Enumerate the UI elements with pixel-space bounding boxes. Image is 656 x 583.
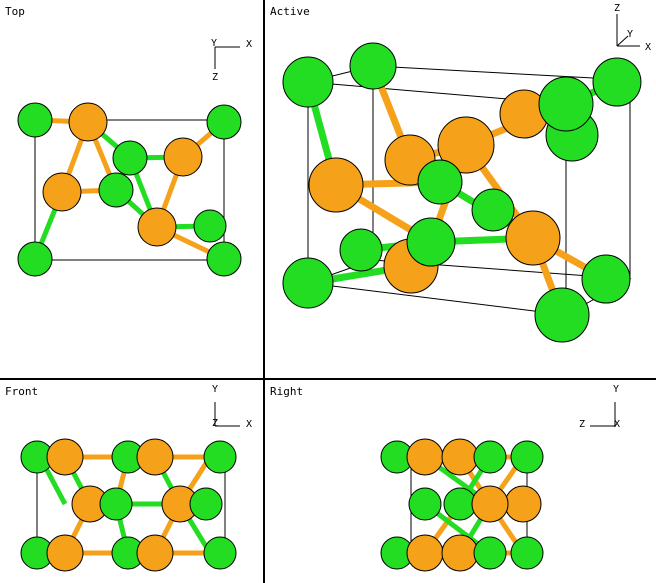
atom-green[interactable] (349, 42, 397, 90)
atom-green[interactable] (406, 217, 456, 267)
atom-green[interactable] (592, 57, 642, 107)
viewport-label: Right (270, 385, 304, 398)
axis-label-y: Y (212, 384, 218, 395)
viewport-front[interactable]: Front Y Z X (0, 380, 263, 583)
viewport-active[interactable]: Active Z Y X (265, 0, 656, 378)
atom-green[interactable] (98, 172, 134, 208)
atom-green[interactable] (203, 440, 237, 474)
atom-green[interactable] (193, 209, 227, 243)
atom-orange[interactable] (46, 534, 84, 572)
axis-label-x: X (614, 419, 620, 430)
atom-orange[interactable] (136, 438, 174, 476)
atom-orange[interactable] (437, 116, 495, 174)
atom-green[interactable] (206, 104, 242, 140)
atom-green[interactable] (510, 440, 544, 474)
atom-orange[interactable] (42, 172, 82, 212)
atoms[interactable] (282, 42, 642, 343)
atom-orange[interactable] (505, 210, 561, 266)
atom-green[interactable] (17, 102, 53, 138)
atom-green[interactable] (282, 56, 334, 108)
atom-orange[interactable] (406, 438, 444, 476)
axis-label-x: X (246, 39, 252, 50)
axis-gizmo: Z Y X (614, 3, 651, 53)
atom-orange[interactable] (46, 438, 84, 476)
atom-green[interactable] (443, 487, 477, 521)
axis-label-x: X (645, 42, 651, 53)
atom-orange[interactable] (137, 207, 177, 247)
axis-label-y: Y (613, 384, 619, 395)
atom-green[interactable] (112, 140, 148, 176)
atom-green[interactable] (538, 76, 594, 132)
atom-green[interactable] (339, 228, 383, 272)
atom-green[interactable] (471, 188, 515, 232)
atom-orange[interactable] (68, 102, 108, 142)
atom-orange[interactable] (136, 534, 174, 572)
axis-gizmo: Y Z X (579, 384, 620, 430)
atom-green[interactable] (534, 287, 590, 343)
horizontal-divider[interactable] (0, 378, 656, 380)
viewport-label: Top (5, 5, 25, 18)
atom-orange[interactable] (504, 485, 542, 523)
axis-label-y: Y (211, 38, 217, 49)
right-view-canvas: Y Z X (380, 384, 620, 572)
atom-orange[interactable] (471, 485, 509, 523)
atom-green[interactable] (189, 487, 223, 521)
atom-green[interactable] (206, 241, 242, 277)
unit-cell-box (34, 119, 225, 261)
axis-label-z: Z (614, 3, 620, 14)
atoms[interactable] (17, 102, 242, 277)
atom-green[interactable] (203, 536, 237, 570)
atom-green[interactable] (510, 536, 544, 570)
top-view-canvas: Y X Z (17, 38, 252, 277)
viewport-top[interactable]: Top Y X Z (0, 0, 263, 378)
atom-green[interactable] (581, 254, 631, 304)
atom-green[interactable] (282, 257, 334, 309)
front-view-canvas: Y Z X (20, 384, 252, 572)
axis-label-z: Z (579, 419, 585, 430)
axis-gizmo: Y Z X (212, 384, 252, 430)
viewport-label: Active (270, 5, 310, 18)
atom-orange[interactable] (163, 137, 203, 177)
atom-green[interactable] (417, 159, 463, 205)
vertical-divider[interactable] (263, 0, 265, 583)
atom-green[interactable] (99, 487, 133, 521)
atom-green[interactable] (473, 536, 507, 570)
axis-label-x: X (246, 419, 252, 430)
atom-orange[interactable] (406, 534, 444, 572)
atom-orange[interactable] (308, 157, 364, 213)
atom-orange[interactable] (441, 534, 479, 572)
atom-orange[interactable] (441, 438, 479, 476)
axis-gizmo: Y X Z (211, 38, 252, 83)
atom-green[interactable] (408, 487, 442, 521)
atoms[interactable] (20, 438, 237, 572)
viewport-right[interactable]: Right Y Z X (265, 380, 656, 583)
active-view-canvas: Z Y X (282, 3, 651, 343)
axis-label-z: Z (212, 72, 218, 83)
atom-green[interactable] (473, 440, 507, 474)
atom-green[interactable] (17, 241, 53, 277)
viewport-label: Front (5, 385, 39, 398)
axis-label-z: Z (212, 418, 218, 429)
axis-label-y: Y (627, 29, 633, 40)
atoms[interactable] (380, 438, 544, 572)
